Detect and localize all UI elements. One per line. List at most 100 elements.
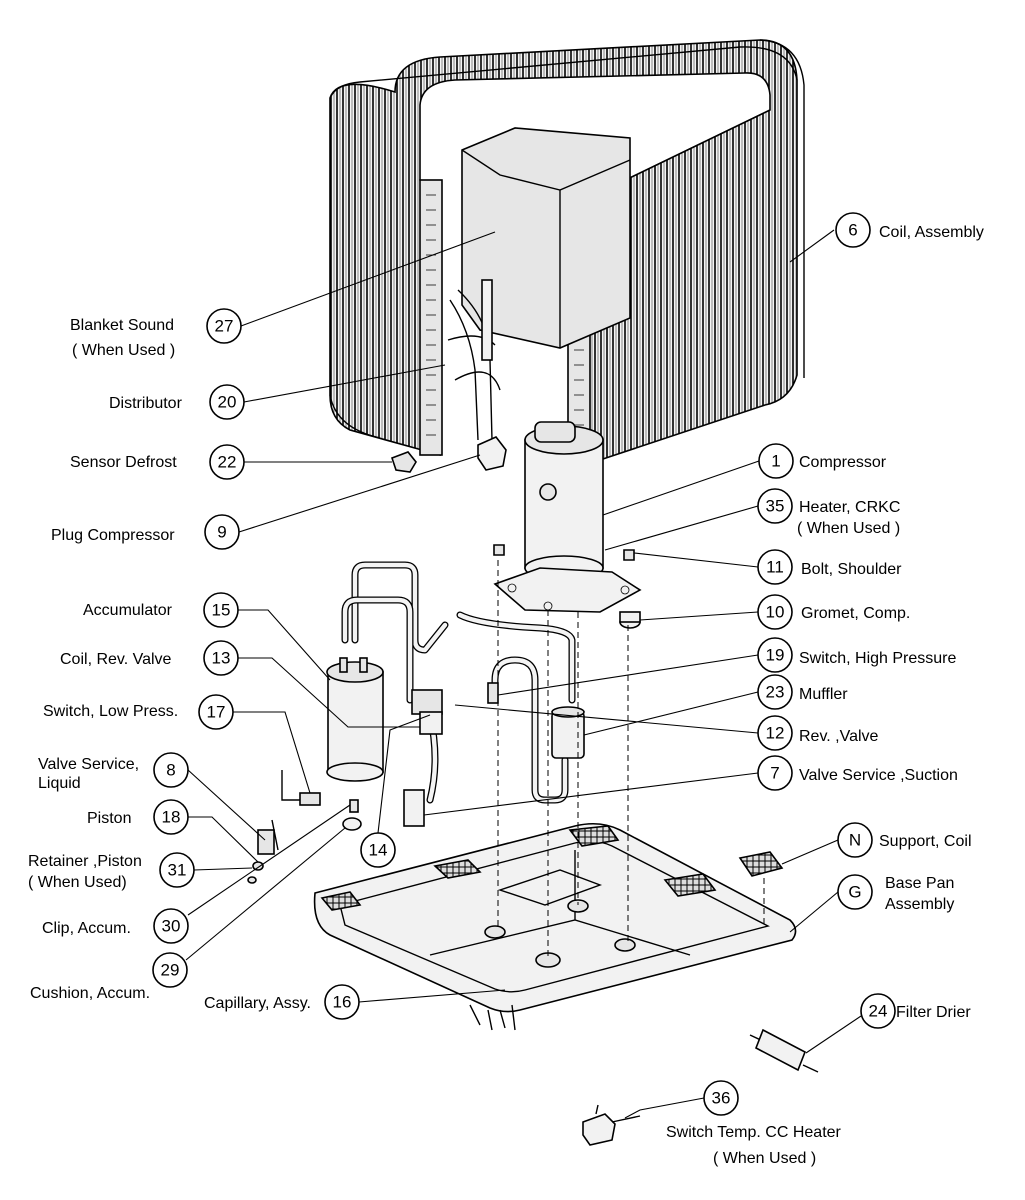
svg-text:Rev. ,Valve: Rev. ,Valve xyxy=(799,728,879,745)
svg-text:Cushion, Accum.: Cushion, Accum. xyxy=(30,985,150,1002)
callout-switch-low-press: 17 Switch, Low Press. xyxy=(43,694,311,794)
svg-text:( When Used ): ( When Used ) xyxy=(72,342,175,359)
blanket-sound-drawing xyxy=(461,127,631,349)
accumulator-drawing xyxy=(326,657,384,782)
support-coil-drawing xyxy=(738,851,784,877)
svg-text:Support, Coil: Support, Coil xyxy=(879,833,972,850)
svg-text:Switch, Low Press.: Switch, Low Press. xyxy=(43,703,178,720)
callout-accumulator: 15 Accumulator xyxy=(83,592,331,681)
svg-text:20: 20 xyxy=(218,393,237,412)
svg-text:14: 14 xyxy=(369,841,388,860)
callout-blanket-sound: 27 Blanket Sound ( When Used ) xyxy=(70,231,496,359)
svg-text:12: 12 xyxy=(766,724,785,743)
svg-text:13: 13 xyxy=(212,649,231,668)
svg-text:31: 31 xyxy=(168,861,187,880)
svg-text:Blanket Sound: Blanket Sound xyxy=(70,317,174,334)
svg-text:36: 36 xyxy=(712,1089,731,1108)
svg-text:Heater, CRKC: Heater, CRKC xyxy=(799,499,900,516)
piping-drawing xyxy=(341,561,576,804)
svg-text:Coil, Rev. Valve: Coil, Rev. Valve xyxy=(60,651,172,668)
illustration xyxy=(247,39,819,1146)
callout-plug-compressor: 9 Plug Compressor xyxy=(51,454,481,550)
callout-rev-valve: 12 Rev. ,Valve xyxy=(454,704,879,751)
svg-text:Bolt, Shoulder: Bolt, Shoulder xyxy=(801,561,902,578)
svg-text:15: 15 xyxy=(212,601,231,620)
callout-distributor: 20 Distributor xyxy=(109,364,446,420)
assembly-lines xyxy=(497,560,765,960)
plug-compressor-drawing xyxy=(477,436,507,471)
switch-temp-drawing xyxy=(582,1104,641,1146)
callout-heater-crkc: 35 Heater, CRKC ( When Used ) xyxy=(604,488,900,551)
callout-piston: 18 Piston xyxy=(87,799,259,863)
svg-text:Gromet, Comp.: Gromet, Comp. xyxy=(801,605,910,622)
low-pressure-switch-drawing xyxy=(281,770,321,806)
callout-switch-temp-cc-heater: 36 Switch Temp. CC Heater ( When Used ) xyxy=(624,1080,842,1167)
callout-sensor-defrost: 22 Sensor Defrost xyxy=(70,444,392,480)
svg-text:30: 30 xyxy=(162,917,181,936)
svg-text:G: G xyxy=(848,883,861,902)
svg-text:Plug Compressor: Plug Compressor xyxy=(51,527,175,544)
svg-text:Retainer ,Piston: Retainer ,Piston xyxy=(28,853,142,870)
svg-text:22: 22 xyxy=(218,453,237,472)
callout-clip-accum: 30 Clip, Accum. xyxy=(42,804,351,944)
bolts-gromets-drawing xyxy=(493,544,641,629)
callout-bolt-shoulder: 11 Bolt, Shoulder xyxy=(633,549,902,585)
svg-text:16: 16 xyxy=(333,993,352,1012)
svg-text:Valve Service ,Suction: Valve Service ,Suction xyxy=(799,767,958,784)
svg-text:Valve Service,: Valve Service, xyxy=(38,756,139,773)
svg-text:Piston: Piston xyxy=(87,810,131,827)
svg-text:17: 17 xyxy=(207,703,226,722)
svg-text:9: 9 xyxy=(217,523,226,542)
reversing-valve-drawing xyxy=(411,689,585,759)
svg-text:6: 6 xyxy=(848,221,857,240)
callout-capillary-assy: 16 Capillary, Assy. xyxy=(204,984,506,1020)
svg-text:1: 1 xyxy=(771,452,780,471)
svg-text:Compressor: Compressor xyxy=(799,454,887,471)
svg-text:Muffler: Muffler xyxy=(799,686,848,703)
callout-filter-drier: 24 Filter Drier xyxy=(805,993,971,1054)
svg-text:35: 35 xyxy=(766,497,785,516)
svg-text:Coil, Assembly: Coil, Assembly xyxy=(879,224,984,241)
distributor-drawing xyxy=(447,279,501,441)
svg-text:Switch, High Pressure: Switch, High Pressure xyxy=(799,650,956,667)
svg-text:( When Used ): ( When Used ) xyxy=(797,520,900,537)
filter-drier-drawing xyxy=(749,1028,819,1073)
callout-tube-14: 14 xyxy=(360,714,431,868)
svg-text:Assembly: Assembly xyxy=(885,896,954,913)
svg-text:Capillary, Assy.: Capillary, Assy. xyxy=(204,995,311,1012)
callout-switch-high-pressure: 19 Switch, High Pressure xyxy=(497,637,956,696)
svg-text:Base Pan: Base Pan xyxy=(885,875,954,892)
callout-coil-rev-valve: 13 Coil, Rev. Valve xyxy=(60,640,420,728)
compressor-drawing xyxy=(493,421,642,613)
svg-text:7: 7 xyxy=(770,764,779,783)
svg-text:11: 11 xyxy=(766,558,784,577)
callouts: 6 Coil, Assembly 27 Blanket Sound ( When… xyxy=(28,212,984,1167)
sensor-defrost-drawing xyxy=(390,451,417,473)
base-pan-drawing xyxy=(313,822,797,1031)
svg-text:Liquid: Liquid xyxy=(38,775,81,792)
svg-text:Sensor Defrost: Sensor Defrost xyxy=(70,454,177,471)
svg-text:24: 24 xyxy=(869,1002,888,1021)
callout-retainer-piston: 31 Retainer ,Piston ( When Used) xyxy=(28,852,253,891)
svg-text:27: 27 xyxy=(215,317,234,336)
svg-text:Switch Temp. CC Heater: Switch Temp. CC Heater xyxy=(666,1124,842,1141)
callout-compressor: 1 Compressor xyxy=(602,443,887,516)
service-valves-drawing xyxy=(257,789,425,855)
svg-text:( When Used): ( When Used) xyxy=(28,874,127,891)
callout-valve-service-liquid: 8 Valve Service, Liquid xyxy=(38,752,266,841)
callout-valve-service-suction: 7 Valve Service ,Suction xyxy=(423,755,958,816)
svg-text:18: 18 xyxy=(162,808,181,827)
svg-text:29: 29 xyxy=(161,961,180,980)
svg-text:Distributor: Distributor xyxy=(109,395,183,412)
callout-support-coil: N Support, Coil xyxy=(781,822,972,865)
svg-text:19: 19 xyxy=(766,646,785,665)
callout-coil-assembly: 6 Coil, Assembly xyxy=(789,212,984,263)
callout-muffler: 23 Muffler xyxy=(583,674,848,736)
svg-text:8: 8 xyxy=(166,761,175,780)
svg-text:N: N xyxy=(849,831,861,850)
high-pressure-switch-drawing xyxy=(487,682,499,704)
svg-text:10: 10 xyxy=(766,603,785,622)
svg-text:23: 23 xyxy=(766,683,785,702)
callout-cushion-accum: 29 Cushion, Accum. xyxy=(30,827,346,1002)
